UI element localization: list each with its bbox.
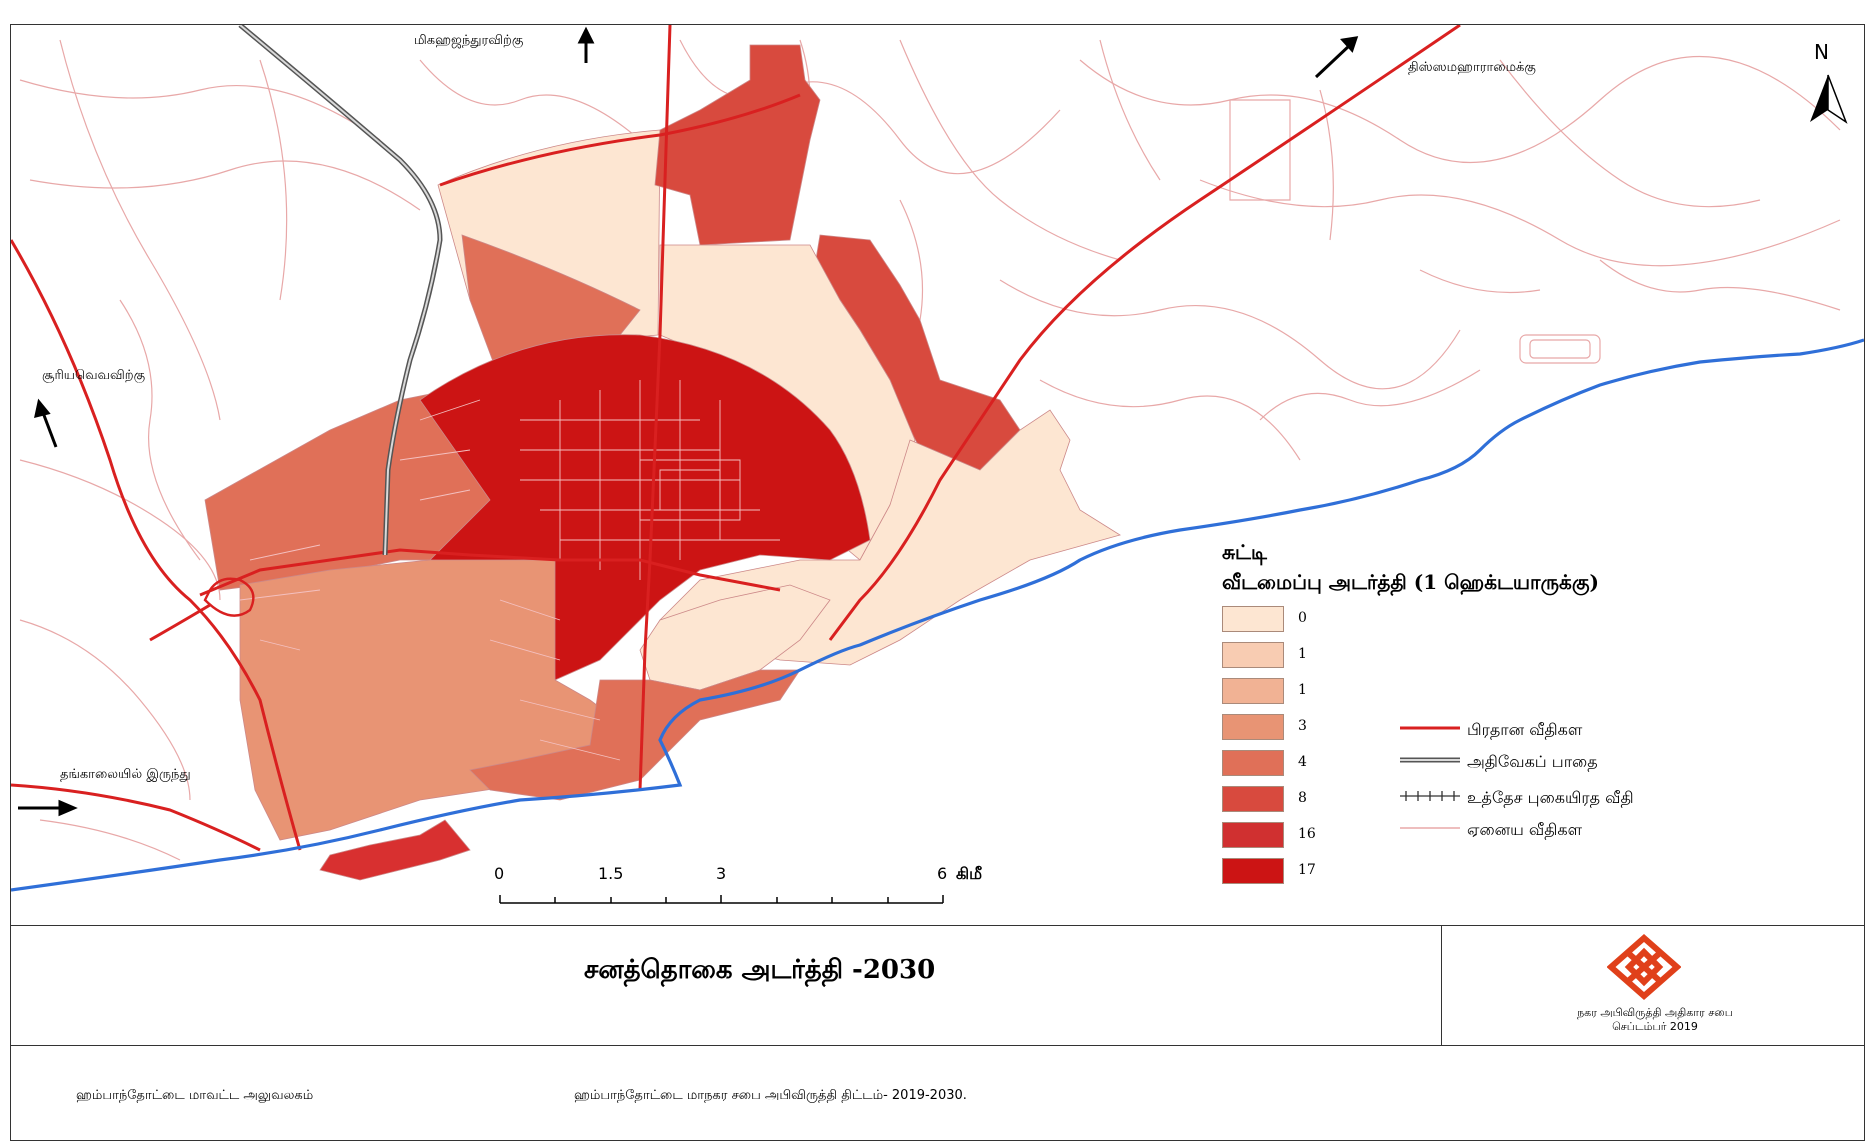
road-legend-symbols — [1400, 726, 1460, 829]
logo-block: நகர அபிவிருத்தி அதிகார சபை செப்டம்பர் 20… — [1441, 925, 1865, 1046]
legend-road-label-1: அதிவேகப் பாதை — [1467, 752, 1598, 771]
footer-plan-name: ஹம்பாந்தோட்டை மாநகர சபை அபிவிருத்தி திட்… — [574, 1088, 967, 1103]
legend-swatch-5 — [1222, 786, 1284, 812]
legend-label-6: 16 — [1298, 826, 1316, 842]
legend-label-1: 1 — [1298, 646, 1307, 662]
zone-density-8-south-coast — [469, 669, 801, 801]
legend-symbol-proposed-railway — [1400, 791, 1460, 801]
legend-swatch-2 — [1222, 678, 1284, 704]
legend-label-0: 0 — [1298, 610, 1307, 626]
direction-arrows — [18, 26, 1359, 817]
logo-date: செப்டம்பர் 2019 — [1612, 1020, 1698, 1033]
scale-bar — [499, 895, 944, 904]
legend-label-5: 8 — [1298, 790, 1307, 806]
map-frame — [10, 24, 1865, 1141]
legend-subheading: வீடமைப்பு அடர்த்தி (1 ஹெக்டயாருக்கு) — [1222, 570, 1599, 594]
legend-swatch-7 — [1222, 858, 1284, 884]
scale-unit: கிமீ — [956, 864, 983, 883]
legend-swatch-0 — [1222, 606, 1284, 632]
zone-density-16-port — [319, 819, 471, 881]
title-block — [11, 925, 1441, 1046]
footer-office: ஹம்பாந்தோட்டை மாவட்ட அலுவலகம் — [76, 1088, 314, 1103]
place-label-mihajanthura: மிகஹஜந்துரவிற்கு — [414, 33, 524, 48]
legend-swatch-4 — [1222, 750, 1284, 776]
other-roads — [19, 39, 1841, 861]
legend-swatch-1 — [1222, 642, 1284, 668]
scale-tick-3: 3 — [716, 864, 727, 883]
legend-swatch-3 — [1222, 714, 1284, 740]
arrow-northwest-icon — [40, 409, 58, 448]
main-roads — [11, 25, 1461, 852]
place-label-tangalle: தங்காலையில் இருந்து — [60, 767, 191, 782]
legend-road-label-0: பிரதான வீதிகள — [1467, 720, 1583, 739]
map-canvas — [11, 25, 1864, 904]
uda-logo-icon — [1607, 934, 1681, 1000]
north-arrow-icon — [1810, 74, 1848, 124]
legend-road-label-2: உத்தேச புகையிரத வீதி — [1467, 788, 1634, 807]
scale-tick-0: 0 — [494, 864, 505, 883]
legend-label-2: 1 — [1298, 682, 1307, 698]
coastline — [11, 338, 1864, 892]
north-label: N — [1814, 40, 1829, 64]
map-title: சனத்தொகை அடர்த்தி -2030 — [584, 955, 936, 985]
legend-label-7: 17 — [1298, 862, 1316, 878]
zone-density-0-south — [639, 584, 831, 691]
legend-label-3: 3 — [1298, 718, 1307, 734]
legend: சுட்டி வீடமைப்பு அடர்த்தி (1 ஹெக்டயாருக்… — [1222, 540, 1742, 900]
logo-org: நகர அபிவிருத்தி அதிகார சபை — [1577, 1006, 1733, 1019]
local-road-grid — [239, 380, 780, 761]
legend-swatch-6 — [1222, 822, 1284, 848]
legend-road-label-3: ஏனைய வீதிகள — [1467, 820, 1583, 839]
scale-tick-1-5: 1.5 — [598, 864, 624, 883]
expressway — [238, 25, 443, 556]
place-label-suriyawewa: சூரியவெவவிற்கு — [42, 368, 146, 383]
legend-label-4: 4 — [1298, 754, 1307, 770]
place-label-tissamaharama: திஸ்ஸமஹாராமைக்கு — [1408, 60, 1536, 75]
scale-tick-6: 6 — [937, 864, 948, 883]
arrow-northeast-icon — [1314, 43, 1352, 79]
legend-heading: சுட்டி — [1222, 540, 1267, 564]
density-zones — [204, 44, 1121, 881]
zone-density-16-north — [654, 44, 821, 246]
